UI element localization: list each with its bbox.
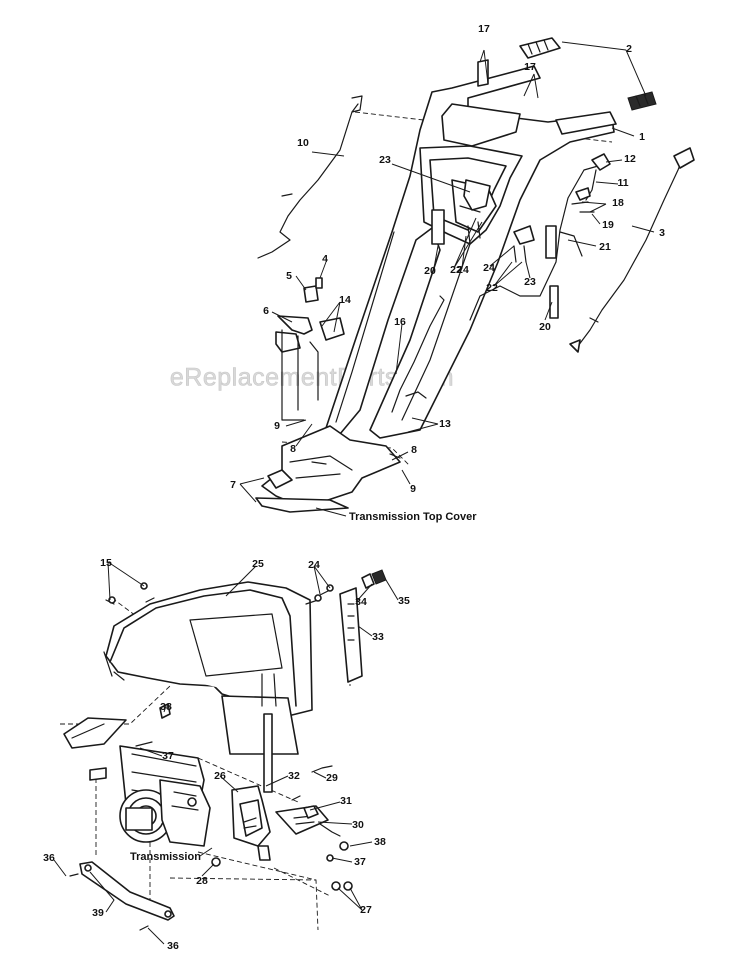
caption-transmission-leader (199, 847, 213, 857)
callout-14: 14 (339, 294, 351, 306)
callout-numbers: 17 17 2 1 10 23 12 11 18 19 3 21 4 5 14 … (43, 23, 665, 952)
transmission-unit (119, 779, 211, 847)
callout-16: 16 (394, 316, 406, 328)
caption-transmission-top-cover: Transmission Top Cover (349, 511, 477, 523)
callout-29: 29 (326, 772, 338, 784)
transmission-top-cover (255, 425, 411, 513)
callout-20: 20 (539, 321, 551, 333)
callout-24: 24 (457, 264, 469, 276)
tine-hood (103, 581, 313, 755)
callout-11: 11 (617, 177, 628, 189)
callout-28: 28 (196, 875, 208, 887)
callout-17: 17 (478, 23, 490, 35)
callout-22: 22 (450, 264, 462, 276)
callout-4: 4 (322, 253, 328, 265)
bracket-26 (231, 713, 273, 861)
callout-38: 38 (374, 836, 386, 848)
cable-3 (569, 147, 695, 353)
handle-assembly (325, 59, 617, 439)
callout-26: 26 (214, 770, 226, 782)
callout-36: 36 (43, 852, 55, 864)
bracket-30 (275, 805, 329, 835)
callout-34: 34 (355, 596, 367, 608)
hood-support-bar (339, 569, 387, 683)
grip-part (519, 37, 657, 111)
callout-31: 31 (340, 795, 352, 807)
callout-27: 27 (360, 904, 372, 916)
callout-2: 2 (626, 43, 632, 55)
depth-bar (69, 861, 175, 931)
callout-15: 15 (100, 557, 112, 569)
callout-19: 19 (602, 219, 614, 231)
callout-5: 5 (286, 270, 292, 282)
callout-37: 37 (354, 856, 366, 868)
callout-38: 38 (160, 701, 172, 713)
callout-22: 22 (486, 282, 498, 294)
hardware (105, 582, 353, 891)
callout-24: 24 (483, 262, 495, 274)
callout-39: 39 (92, 907, 104, 919)
callout-1: 1 (639, 131, 645, 143)
callout-36: 36 (167, 940, 179, 952)
callout-23: 23 (524, 276, 536, 288)
callout-13: 13 (439, 418, 451, 430)
callout-20: 20 (424, 265, 436, 277)
callout-25: 25 (252, 558, 264, 570)
bracket-6 (275, 277, 345, 421)
callout-21: 21 (599, 241, 611, 253)
callout-10: 10 (297, 137, 309, 149)
callout-3: 3 (659, 227, 665, 239)
control-lever (571, 153, 611, 213)
callout-8: 8 (290, 443, 296, 455)
cable-21 (469, 165, 599, 321)
leader-lines (53, 41, 655, 945)
cable-10 (257, 95, 363, 259)
callout-6: 6 (263, 305, 269, 317)
callout-12: 12 (624, 153, 636, 165)
callout-35: 35 (398, 595, 410, 607)
caption-transmission: Transmission (130, 851, 201, 863)
callout-37: 37 (162, 750, 174, 762)
callout-30: 30 (352, 819, 364, 831)
callout-9: 9 (410, 483, 416, 495)
callout-18: 18 (612, 197, 624, 209)
callout-24: 24 (308, 559, 320, 571)
callout-8: 8 (411, 444, 417, 456)
shield-20 (431, 209, 559, 319)
callout-17: 17 (524, 61, 536, 73)
callout-33: 33 (372, 631, 384, 643)
rod-16 (391, 295, 445, 413)
callout-23: 23 (379, 154, 391, 166)
callout-32: 32 (288, 770, 300, 782)
callout-7: 7 (230, 479, 236, 491)
callout-9: 9 (274, 420, 280, 432)
